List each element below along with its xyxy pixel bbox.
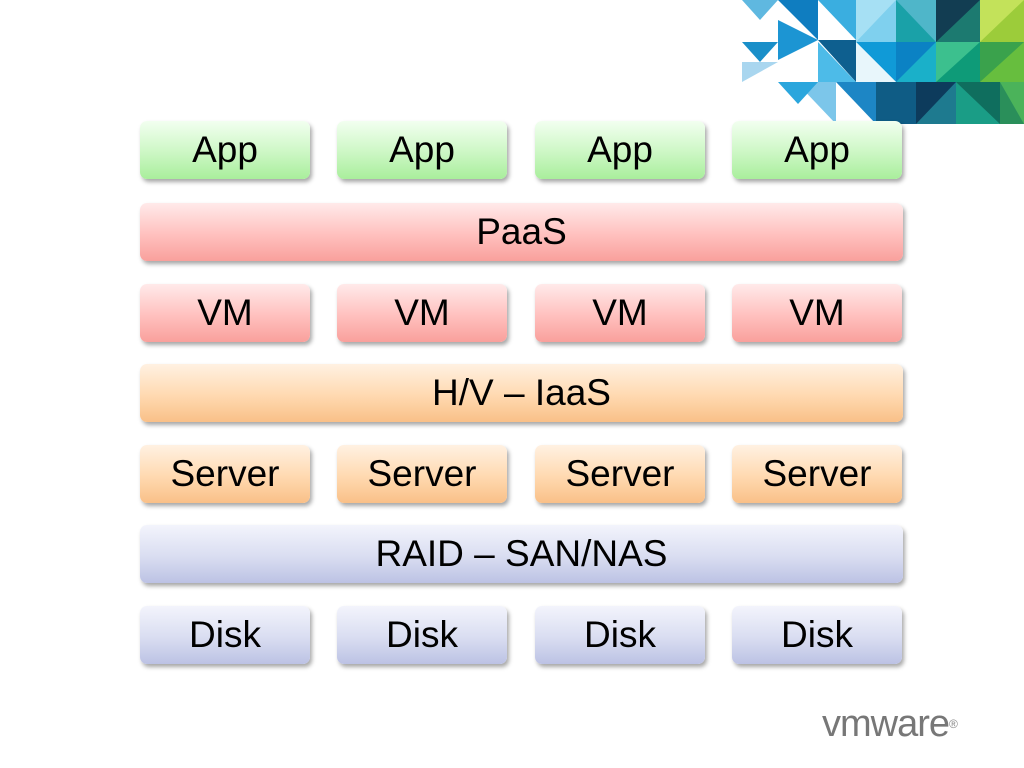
vm-layer: VM VM VM VM: [140, 284, 903, 342]
app-box: App: [732, 121, 902, 179]
disk-box: Disk: [140, 606, 310, 664]
vm-box: VM: [140, 284, 310, 342]
vm-box: VM: [535, 284, 705, 342]
registered-mark: ®: [949, 717, 958, 731]
paas-box: PaaS: [140, 203, 903, 261]
storage-box: RAID – SAN/NAS: [140, 525, 903, 583]
decorative-triangle-pattern: [742, 0, 1024, 124]
server-box: Server: [337, 445, 507, 503]
vm-box: VM: [337, 284, 507, 342]
disk-layer: Disk Disk Disk Disk: [140, 606, 903, 664]
vm-box: VM: [732, 284, 902, 342]
iaas-layer: H/V – IaaS: [140, 364, 903, 422]
paas-layer: PaaS: [140, 203, 903, 261]
app-box: App: [535, 121, 705, 179]
logo-wordmark: vmware: [822, 703, 950, 745]
server-box: Server: [140, 445, 310, 503]
storage-layer: RAID – SAN/NAS: [140, 525, 903, 583]
disk-box: Disk: [337, 606, 507, 664]
server-box: Server: [732, 445, 902, 503]
server-box: Server: [535, 445, 705, 503]
disk-box: Disk: [535, 606, 705, 664]
vmware-logo: vmware®: [822, 703, 958, 745]
app-layer: App App App App: [140, 121, 903, 179]
app-box: App: [140, 121, 310, 179]
app-box: App: [337, 121, 507, 179]
disk-box: Disk: [732, 606, 902, 664]
iaas-box: H/V – IaaS: [140, 364, 903, 422]
server-layer: Server Server Server Server: [140, 445, 903, 503]
